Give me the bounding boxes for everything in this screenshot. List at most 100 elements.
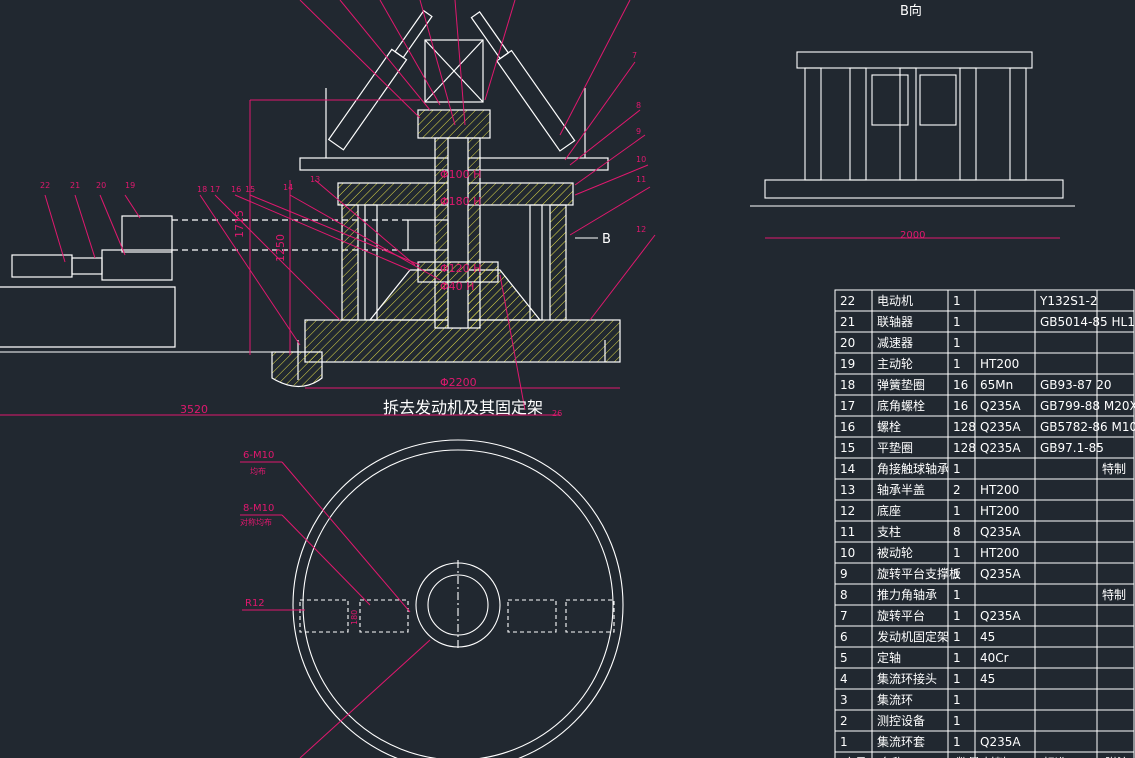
bearing-cap xyxy=(417,261,499,283)
bom-cell-name: 定轴 xyxy=(877,650,901,665)
bom-cell-no: 17 xyxy=(840,399,855,413)
engine-mount xyxy=(417,109,491,139)
bom-cell-no: 8 xyxy=(840,588,848,602)
bom-cell-name: 联轴器 xyxy=(877,314,913,329)
bom-cell-std: GB5782-86 M10 xyxy=(1040,420,1135,434)
bom-cell-no: 10 xyxy=(840,546,855,560)
callout-20: 20 xyxy=(96,181,106,190)
bom-header-cell: 名称 xyxy=(880,755,904,758)
column-right-2 xyxy=(529,204,543,321)
bom-cell-qty: 1 xyxy=(953,672,961,686)
dim-bore-2: Φ180 H xyxy=(440,195,481,208)
callout-11: 11 xyxy=(636,175,646,184)
column-left-2 xyxy=(364,204,378,321)
label-8-m10: 8-M10 xyxy=(243,503,274,514)
bom-cell-qty: 8 xyxy=(953,525,961,539)
bom-cell-no: 7 xyxy=(840,609,848,623)
bom-cell-mat: HT200 xyxy=(980,357,1019,371)
bom-cell-qty: 1 xyxy=(953,693,961,707)
bom-cell-no: 21 xyxy=(840,315,855,329)
bom-cell-qty: 128 xyxy=(953,441,976,455)
label-6-m10-note: 均布 xyxy=(250,466,266,476)
bom-header-cell: 材料 xyxy=(983,756,1007,758)
bom-cell-name: 旋转平台支撑板 xyxy=(877,566,961,581)
bom-cell-name: 螺栓 xyxy=(877,419,901,434)
bom-cell-qty: 1 xyxy=(953,735,961,749)
gear-reducer xyxy=(101,249,173,281)
bom-cell-mat: Q235A xyxy=(980,420,1021,434)
bom-cell-name: 集流环套 xyxy=(877,734,925,749)
bom-cell-no: 13 xyxy=(840,483,855,497)
label-8-m10-note: 对称均布 xyxy=(240,517,272,527)
bom-cell-name: 减速器 xyxy=(877,336,913,350)
label-slot: 180 xyxy=(350,610,359,625)
bom-cell-qty: 1 xyxy=(953,567,961,581)
callout-17: 17 xyxy=(210,185,220,194)
bom-cell-note: 特制 xyxy=(1102,587,1126,602)
bom-cell-qty: 1 xyxy=(953,315,961,329)
bom-cell-name: 集流环 xyxy=(877,692,913,707)
slip-ring-diag-2 xyxy=(424,39,484,103)
coupling xyxy=(71,257,103,275)
bom-cell-name: 底座 xyxy=(877,503,901,518)
bom-border xyxy=(834,289,1135,758)
shaft-bore xyxy=(447,137,469,329)
dim-bore-4: Φ40 H xyxy=(440,280,474,293)
callout-26: 26 xyxy=(552,409,562,418)
motor-body xyxy=(11,254,73,278)
column-left-1 xyxy=(341,204,359,321)
bom-cell-name: 测控设备 xyxy=(877,714,925,728)
callout-18: 18 xyxy=(197,185,207,194)
bom-cell-no: 9 xyxy=(840,567,848,581)
bom-header-cell: 数量 xyxy=(956,755,980,758)
base-foot-left xyxy=(271,351,323,388)
bom-cell-name: 支柱 xyxy=(877,524,901,539)
front-dimensions xyxy=(0,0,656,416)
bom-cell-mat: 65Mn xyxy=(980,378,1013,392)
dim-2000: 2000 xyxy=(900,230,925,241)
bom-cell-qty: 1 xyxy=(953,336,961,350)
bom-cell-qty: 16 xyxy=(953,399,968,413)
bom-cell-mat: 45 xyxy=(980,630,995,644)
bom-cell-std: GB97.1-85 xyxy=(1040,441,1104,455)
bom-cell-name: 角接触球轴承 xyxy=(877,461,949,476)
bom-cell-name: 主动轮 xyxy=(877,357,913,371)
callout-9: 9 xyxy=(636,127,641,136)
callout-15: 15 xyxy=(245,185,255,194)
plan-view xyxy=(292,439,624,758)
bom-cell-no: 16 xyxy=(840,420,855,434)
bom-cell-name: 旋转平台 xyxy=(877,608,925,623)
label-r12: R12 xyxy=(245,598,265,609)
bom-cell-mat: HT200 xyxy=(980,546,1019,560)
dim-1715: 1715 xyxy=(233,210,246,238)
right-actuator xyxy=(470,11,576,152)
bom-cell-no: 11 xyxy=(840,525,855,539)
view-b xyxy=(750,51,1075,239)
bom-cell-qty: 1 xyxy=(953,546,961,560)
drive-wheel xyxy=(121,215,173,253)
section-title: 拆去发动机及其固定架 xyxy=(383,398,543,417)
bom-cell-std: Y132S1-2 xyxy=(1039,294,1097,308)
bom-cell-no: 19 xyxy=(840,357,855,371)
bom-cell-no: 12 xyxy=(840,504,855,518)
bom-cell-no: 5 xyxy=(840,651,848,665)
callout-13: 13 xyxy=(310,175,320,184)
view-arrow-b: B xyxy=(602,232,611,247)
bom-cell-qty: 1 xyxy=(953,588,961,602)
bom-cell-std: GB799-88 M20X40 xyxy=(1040,399,1135,413)
dim-3520: 3520 xyxy=(180,403,208,416)
callout-10: 10 xyxy=(636,155,646,164)
bom-cell-name: 发动机固定架 xyxy=(877,629,949,644)
bom-cell-qty: 1 xyxy=(953,504,961,518)
dim-1250: 1250 xyxy=(274,234,287,262)
bom-header-cell: 附注 xyxy=(1105,755,1129,758)
bom-cell-no: 18 xyxy=(840,378,855,392)
plan-label-texts: 6-M10 均布 8-M10 对称均布 R12 180 xyxy=(240,450,359,625)
plan-leaders xyxy=(240,461,431,758)
bom-cell-mat: Q235A xyxy=(980,609,1021,623)
bom-cell-no: 15 xyxy=(840,441,855,455)
bom-cell-name: 轴承半盖 xyxy=(877,482,925,497)
dim-diameter-2200: Φ2200 xyxy=(440,376,477,389)
